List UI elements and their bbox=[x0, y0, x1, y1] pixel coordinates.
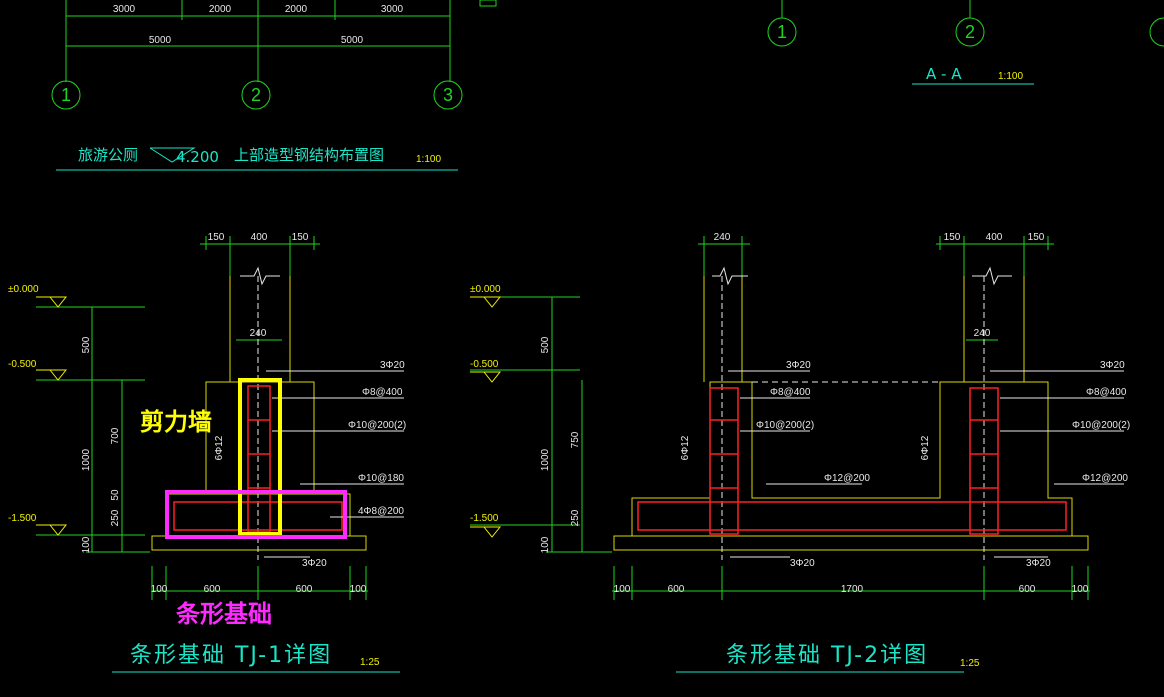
tj1-top-dim-3: 150 bbox=[292, 232, 309, 243]
section-aa-scale: 1:100 bbox=[998, 71, 1023, 82]
tj2-top-dim-r2: 400 bbox=[986, 232, 1003, 243]
tj2-bottom-bar-2: 3Φ20 bbox=[1026, 558, 1051, 569]
tj2-top-dim-r1: 150 bbox=[944, 232, 961, 243]
plan-scale: 1:100 bbox=[416, 154, 441, 165]
plan-dim-1: 3000 bbox=[113, 4, 136, 15]
tj2-rebar-l2: Φ8@400 bbox=[770, 387, 811, 398]
elev-marker-0 bbox=[36, 296, 68, 308]
plan-overall-dim-1: 5000 bbox=[149, 35, 172, 46]
tj1-rebar-7: 3Φ20 bbox=[302, 558, 327, 569]
tj2-rebar-r4: 6Φ12 bbox=[920, 435, 931, 460]
tj1-vdim-6: 1000 bbox=[81, 448, 92, 471]
tj1-rebar-1: 3Φ20 bbox=[380, 360, 405, 371]
tj2-top-dim-left: 240 bbox=[714, 232, 731, 243]
tj2-wall-dim: 240 bbox=[974, 328, 991, 339]
tj1-elev-0: ±0.000 bbox=[8, 284, 39, 295]
tj2-rebar-r1: 3Φ20 bbox=[1100, 360, 1125, 371]
plan-title-left: 旅游公厕 bbox=[78, 146, 138, 164]
tj1-rebar-6: 6Φ12 bbox=[214, 435, 225, 460]
strip-footing-highlight bbox=[165, 490, 347, 539]
tj1-rebar-4: Φ10@180 bbox=[358, 473, 404, 484]
tj1-title: 条形基础 TJ-1详图 bbox=[130, 643, 332, 668]
strip-footing-label: 条形基础 bbox=[176, 600, 272, 628]
aa-axis-label-1: 1 bbox=[777, 22, 787, 42]
tj1-elev-1: -0.500 bbox=[8, 359, 37, 370]
tj2-rebar-mid: Φ12@200 bbox=[824, 473, 870, 484]
tj2-rebar-l3: Φ10@200(2) bbox=[756, 420, 814, 431]
tj2-vdim-1: 500 bbox=[540, 336, 551, 353]
aa-axis-label-2: 2 bbox=[965, 22, 975, 42]
tj1-vdim-1: 500 bbox=[81, 336, 92, 353]
axis-label-3: 3 bbox=[443, 85, 453, 105]
tj1-vdim-3: 50 bbox=[110, 489, 121, 501]
tj1-vdim-4: 250 bbox=[110, 509, 121, 526]
tj1-wall-dim: 240 bbox=[250, 328, 267, 339]
plan-overall-dim-2: 5000 bbox=[341, 35, 364, 46]
plan-dim-3: 2000 bbox=[285, 4, 308, 15]
tj2-detail bbox=[470, 236, 1124, 600]
section-aa-fragment bbox=[479, 0, 1164, 47]
tj2-elev-0: ±0.000 bbox=[470, 284, 501, 295]
tj1-bottom-dim-4: 100 bbox=[350, 584, 367, 595]
plan-dim-4: 3000 bbox=[381, 4, 404, 15]
tj2-elev-2: -1.500 bbox=[470, 513, 499, 524]
tj2-vdim-2: 750 bbox=[570, 431, 581, 448]
tj2-scale: 1:25 bbox=[960, 658, 980, 669]
plan-title-elevation: 4.200 bbox=[176, 148, 219, 166]
tj1-top-dim-2: 400 bbox=[251, 232, 268, 243]
plan-fragment bbox=[51, 0, 463, 110]
tj2-bottom-bar-1: 3Φ20 bbox=[790, 558, 815, 569]
tj1-elev-2: -1.500 bbox=[8, 513, 37, 524]
axis-bubble-2 bbox=[241, 80, 271, 110]
tj2-bottom-dim-1: 100 bbox=[614, 584, 631, 595]
section-aa-title: A - A bbox=[926, 65, 962, 83]
tj2-vdim-4: 100 bbox=[540, 536, 551, 553]
tj1-top-dim-1: 150 bbox=[208, 232, 225, 243]
axis-bubble-aa-1 bbox=[767, 17, 797, 47]
tj2-rebar-slab-right: Φ12@200 bbox=[1082, 473, 1128, 484]
tj2-rebar-r3: Φ10@200(2) bbox=[1072, 420, 1130, 431]
axis-bubble-aa-2 bbox=[955, 17, 985, 47]
plan-dim-2: 2000 bbox=[209, 4, 232, 15]
tj2-vdim-3: 250 bbox=[570, 509, 581, 526]
tj2-bottom-dim-4: 600 bbox=[1019, 584, 1036, 595]
plan-title-right: 上部造型钢结构布置图 bbox=[234, 146, 384, 164]
tj2-bottom-dim-2: 600 bbox=[668, 584, 685, 595]
tj1-bottom-dim-1: 100 bbox=[151, 584, 168, 595]
shear-wall-highlight bbox=[238, 378, 282, 536]
tj1-rebar-2: Φ8@400 bbox=[362, 387, 403, 398]
tj1-rebar-3: Φ10@200(2) bbox=[348, 420, 406, 431]
tj2-rebar-l1: 3Φ20 bbox=[786, 360, 811, 371]
tj2-bottom-dim-5: 100 bbox=[1072, 584, 1089, 595]
axis-bubble-aa-3 bbox=[1149, 17, 1164, 47]
tj1-rebar-5: 4Φ8@200 bbox=[358, 506, 404, 517]
tj2-elev-1: -0.500 bbox=[470, 359, 499, 370]
tj1-scale: 1:25 bbox=[360, 657, 380, 668]
axis-label-2: 2 bbox=[251, 85, 261, 105]
tj1-bottom-dim-3: 600 bbox=[296, 584, 313, 595]
tj2-title: 条形基础 TJ-2详图 bbox=[726, 643, 928, 668]
tj2-rebar-l4: 6Φ12 bbox=[680, 435, 691, 460]
tj2-bottom-dim-3: 1700 bbox=[841, 584, 864, 595]
tj1-vdim-5: 100 bbox=[81, 536, 92, 553]
tj1-bottom-dim-2: 600 bbox=[204, 584, 221, 595]
shear-wall-label: 剪力墙 bbox=[140, 408, 212, 436]
axis-bubble-3 bbox=[433, 80, 463, 110]
tj2-vdim-5: 1000 bbox=[540, 448, 551, 471]
axis-bubble-1 bbox=[51, 80, 81, 110]
tj2-top-dim-r3: 150 bbox=[1028, 232, 1045, 243]
tj2-rebar-r2: Φ8@400 bbox=[1086, 387, 1127, 398]
elevation-triangle-icon bbox=[149, 147, 196, 163]
axis-label-1: 1 bbox=[61, 85, 71, 105]
tj1-vdim-2: 700 bbox=[110, 427, 121, 444]
